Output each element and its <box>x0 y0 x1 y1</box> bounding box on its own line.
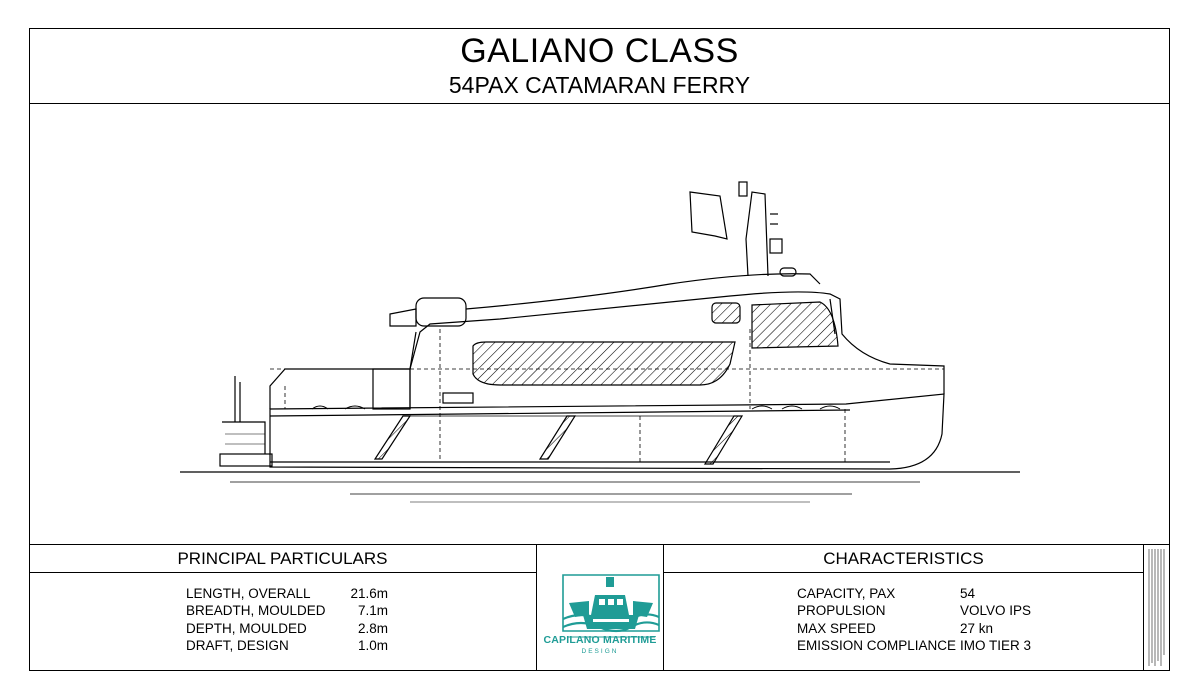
page-subtitle: 54PAX CATAMARAN FERRY <box>448 72 751 98</box>
spec-value: IMO TIER 3 <box>960 637 1032 653</box>
characteristics-table: CAPACITY, PAX 54 PROPULSION VOLVO IPS MA… <box>797 585 1031 654</box>
company-logo-panel: CAPILANO MARITIME DESIGN <box>537 545 664 671</box>
spec-value: 21.6m <box>350 586 388 601</box>
spec-label: DRAFT, DESIGN <box>186 637 289 653</box>
spec-row: BREADTH, MOULDED 7.1m <box>186 602 388 619</box>
spec-label: CAPACITY, PAX <box>797 586 896 601</box>
spec-row: DRAFT, DESIGN 1.0m <box>186 637 388 654</box>
spec-value: 7.1m <box>357 603 388 619</box>
mast-flag <box>689 191 728 240</box>
spec-row: PROPULSION VOLVO IPS <box>797 602 1031 619</box>
mast <box>745 191 769 277</box>
spec-label: BREADTH, MOULDED <box>186 603 326 619</box>
radar-dome <box>769 238 783 254</box>
hull-strake-2 <box>538 415 577 460</box>
spec-row: EMISSION COMPLIANCE IMO TIER 3 <box>797 637 1031 654</box>
spec-label: MAX SPEED <box>797 620 876 636</box>
principal-particulars-heading: PRINCIPAL PARTICULARS <box>29 545 536 573</box>
info-block: PRINCIPAL PARTICULARS LENGTH, OVERALL 21… <box>29 544 1170 671</box>
spec-label: DEPTH, MOULDED <box>186 620 307 636</box>
superstructure-outline <box>409 291 945 394</box>
hull-vent <box>442 392 474 404</box>
logo-company-name: CAPILANO MARITIME <box>543 634 657 646</box>
aft-door <box>372 368 411 410</box>
sheer-line <box>269 409 851 417</box>
spec-value: 27 kn <box>960 620 994 636</box>
spec-value: 1.0m <box>357 637 388 653</box>
side-porthole <box>711 302 741 324</box>
principal-particulars-table: LENGTH, OVERALL 21.6m BREADTH, MOULDED 7… <box>186 585 388 654</box>
spec-row: MAX SPEED 27 kn <box>797 620 1031 637</box>
logo-tagline: DESIGN <box>581 648 619 655</box>
aft-deckhouse <box>269 368 411 409</box>
characteristics-heading: CHARACTERISTICS <box>664 545 1143 573</box>
spec-label: PROPULSION <box>797 603 886 619</box>
spec-row: LENGTH, OVERALL 21.6m <box>186 585 388 602</box>
spec-value: 54 <box>960 586 976 601</box>
spec-label: LENGTH, OVERALL <box>186 586 311 601</box>
drawing-frame <box>29 28 1170 671</box>
spec-value: VOLVO IPS <box>960 603 1032 619</box>
foredeck-equipment <box>389 308 417 327</box>
swim-platform <box>219 453 273 467</box>
vessel-profile-drawing <box>30 104 1169 544</box>
ship-logo-icon <box>562 574 660 638</box>
wheelhouse-window <box>751 301 839 349</box>
spec-value: 2.8m <box>357 620 388 636</box>
roof-line <box>465 273 821 310</box>
title-block: GALIANO CLASS 54PAX CATAMARAN FERRY <box>29 28 1170 104</box>
stern-ladder <box>222 421 266 454</box>
page-title: GALIANO CLASS <box>460 32 739 70</box>
antenna <box>738 181 748 197</box>
spec-label: EMISSION COMPLIANCE <box>797 637 957 653</box>
drawing-notes-strip <box>1144 545 1170 671</box>
characteristics-panel: CHARACTERISTICS CAPACITY, PAX 54 PROPULS… <box>664 545 1144 671</box>
spec-row: DEPTH, MOULDED 2.8m <box>186 620 388 637</box>
fine-print-notes <box>1148 549 1165 666</box>
hull-strake-1 <box>373 415 412 460</box>
main-cabin-windows <box>472 341 736 386</box>
vessel-profile-svg <box>180 181 1020 503</box>
navigation-light <box>779 267 797 277</box>
spec-row: CAPACITY, PAX 54 <box>797 585 1031 602</box>
hull-outline <box>269 393 945 470</box>
principal-particulars-panel: PRINCIPAL PARTICULARS LENGTH, OVERALL 21… <box>29 545 537 671</box>
hull-strake-3 <box>703 415 744 465</box>
